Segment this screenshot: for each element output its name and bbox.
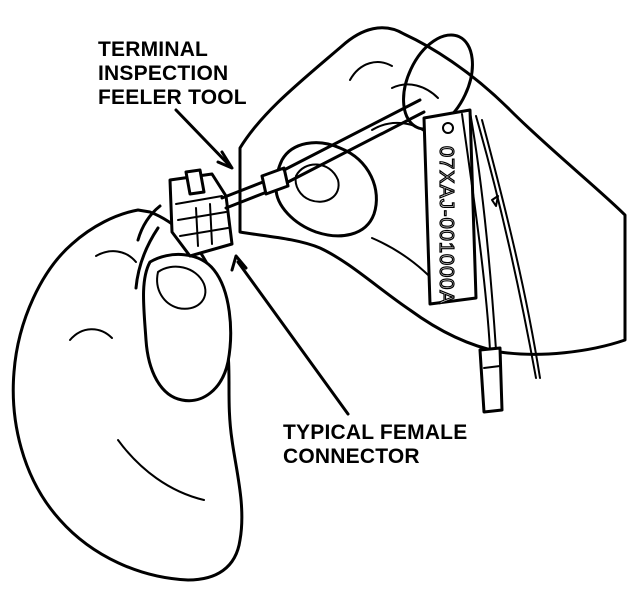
left-finger-line-1 xyxy=(95,250,137,263)
female-connector xyxy=(134,168,234,290)
label-line: CONNECTOR xyxy=(283,445,420,468)
label-line: TERMINAL xyxy=(98,38,209,61)
leader-connector xyxy=(236,260,350,416)
label-line: TYPICAL FEMALE xyxy=(283,421,468,444)
left-thumbnail xyxy=(156,265,207,310)
key-ring xyxy=(402,33,474,131)
left-thumb xyxy=(142,252,233,403)
right-finger-line-3 xyxy=(349,61,393,81)
left-palm-line xyxy=(117,439,205,501)
terminal-inspection-feeler-tool-label: TERMINAL INSPECTION FEELER TOOL xyxy=(98,38,247,110)
left-finger-line-2 xyxy=(69,328,113,341)
label-line: INSPECTION xyxy=(98,62,229,85)
tag-text: 07XAJ-001000A xyxy=(435,146,457,305)
leader-connector-arrow xyxy=(230,254,248,272)
right-finger-line-2 xyxy=(391,83,439,99)
label-line: FEELER TOOL xyxy=(98,86,247,109)
leader-tool xyxy=(174,108,232,168)
probe-wires xyxy=(461,111,541,414)
tool-tag: 07XAJ-001000A xyxy=(422,108,478,306)
typical-female-connector-label: TYPICAL FEMALE CONNECTOR xyxy=(283,421,467,469)
feeler-tool xyxy=(220,98,426,210)
right-thumbnail xyxy=(294,163,340,203)
leader-tool-arrow xyxy=(216,150,234,170)
